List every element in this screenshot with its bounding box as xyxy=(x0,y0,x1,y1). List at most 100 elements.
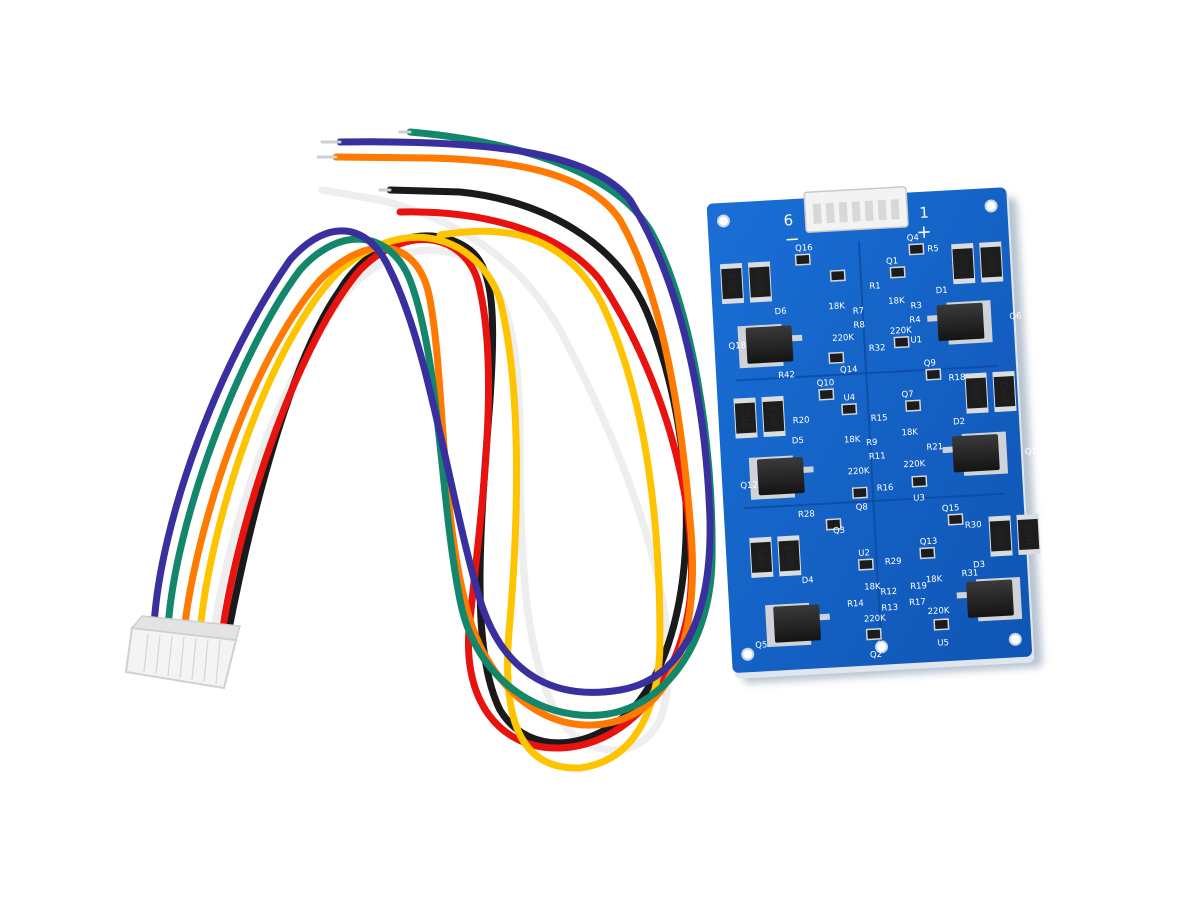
svg-text:R30: R30 xyxy=(965,520,982,531)
red-wire xyxy=(218,208,696,752)
svg-text:8R2: 8R2 xyxy=(769,405,781,427)
svg-text:D3: D3 xyxy=(973,560,985,571)
pcb-board: 6 1 − + xyxy=(706,186,1063,684)
board-traces xyxy=(736,241,1006,641)
svg-text:D5: D5 xyxy=(792,436,804,447)
svg-text:Q4: Q4 xyxy=(907,233,920,244)
mosfet-q11 xyxy=(942,431,1009,476)
svg-text:Q9: Q9 xyxy=(924,358,937,369)
svg-text:8R2: 8R2 xyxy=(755,271,767,293)
svg-text:18K: 18K xyxy=(901,427,918,438)
svg-text:Q17: Q17 xyxy=(1045,604,1063,615)
svg-text:8R2: 8R2 xyxy=(987,251,999,273)
svg-text:220K: 220K xyxy=(847,466,870,477)
board-connector xyxy=(803,186,909,233)
svg-text:R31: R31 xyxy=(961,568,978,579)
connector-top xyxy=(130,615,241,641)
svg-text:8R2: 8R2 xyxy=(785,545,797,567)
resistor-bottom-left-2: 8R2 xyxy=(777,535,802,577)
resistor-mid-right-2: 8R2 xyxy=(992,370,1017,413)
resistor-top-left-1: 8R2 xyxy=(719,262,745,305)
svg-text:18K: 18K xyxy=(926,574,943,585)
svg-text:8R2: 8R2 xyxy=(972,382,984,404)
value-labels: 18K 18K 220K 220K 18K 18K 220K 220K 18K … xyxy=(828,296,950,625)
svg-text:220K: 220K xyxy=(927,606,950,617)
resistor-mid-left-2: 8R2 xyxy=(761,395,786,438)
svg-text:8R2: 8R2 xyxy=(996,525,1008,547)
svg-text:8R2: 8R2 xyxy=(1024,523,1036,545)
mosfets xyxy=(737,300,1023,648)
svg-text:Q6: Q6 xyxy=(1009,311,1022,322)
svg-text:U3: U3 xyxy=(913,493,925,504)
svg-text:Q7: Q7 xyxy=(901,390,914,401)
green-wire xyxy=(164,128,716,719)
resistor-mid-right-1: 8R2 xyxy=(964,372,989,414)
svg-text:8R2: 8R2 xyxy=(757,546,769,568)
mosfet-q18 xyxy=(737,323,803,369)
svg-text:D4: D4 xyxy=(801,575,813,586)
svg-text:18K: 18K xyxy=(888,296,905,307)
svg-text:Q13: Q13 xyxy=(919,537,937,548)
mosfet-q5 xyxy=(765,602,830,648)
mark-top-right: 1 xyxy=(919,203,930,222)
svg-text:R20: R20 xyxy=(793,415,810,426)
mark-minus: − xyxy=(784,229,800,251)
svg-text:R29: R29 xyxy=(885,557,902,568)
svg-text:R18: R18 xyxy=(948,373,965,384)
svg-text:Q3: Q3 xyxy=(833,526,846,537)
svg-text:R28: R28 xyxy=(798,509,815,520)
svg-text:R21: R21 xyxy=(926,442,943,453)
svg-text:R14: R14 xyxy=(847,599,864,610)
mark-top-left: 6 xyxy=(783,211,794,230)
svg-text:R42: R42 xyxy=(778,370,795,381)
resistor-top-right-2: 8R2 xyxy=(979,241,1004,283)
mark-plus: + xyxy=(916,221,932,243)
resistor-mid-left-1: 8R2 xyxy=(733,397,758,439)
svg-text:U1: U1 xyxy=(910,335,922,346)
resistor-bottom-left-1: 8R2 xyxy=(749,536,774,578)
silkscreen-labels: Q16 Q4 Q1 R5 R1 R7 R3 R8 R4 Q18 Q6 R42 Q… xyxy=(728,233,1063,661)
svg-text:R9: R9 xyxy=(866,438,878,449)
svg-text:R16: R16 xyxy=(876,483,893,494)
svg-text:Q14: Q14 xyxy=(840,365,858,376)
mounting-holes xyxy=(717,199,1022,661)
svg-text:R5: R5 xyxy=(927,244,939,255)
svg-text:Q2: Q2 xyxy=(870,650,883,661)
svg-text:220K: 220K xyxy=(890,326,913,337)
svg-text:R15: R15 xyxy=(871,413,888,424)
wire-harness xyxy=(150,128,716,772)
mosfet-q6 xyxy=(927,300,993,345)
power-resistors: 8R2 8R2 8R2 8R2 8R2 xyxy=(719,241,1041,578)
svg-text:R1: R1 xyxy=(869,281,881,292)
svg-text:Q16: Q16 xyxy=(795,243,813,254)
small-smd-parts xyxy=(794,243,964,641)
resistor-bottom-right-1: 8R2 xyxy=(988,515,1013,557)
resistor-top-left-2: 8R2 xyxy=(747,261,773,303)
svg-text:220K: 220K xyxy=(864,613,887,624)
svg-text:R7: R7 xyxy=(853,306,865,317)
black-wire xyxy=(224,186,690,747)
svg-text:Q12: Q12 xyxy=(740,480,758,491)
svg-text:Q1: Q1 xyxy=(886,256,899,267)
svg-text:18K: 18K xyxy=(844,435,861,446)
svg-text:R12: R12 xyxy=(880,587,897,598)
svg-text:Q18: Q18 xyxy=(728,341,746,352)
svg-text:U5: U5 xyxy=(937,638,949,649)
mosfet-q12 xyxy=(748,455,814,500)
svg-text:U4: U4 xyxy=(843,393,855,404)
svg-text:D6: D6 xyxy=(774,307,786,318)
svg-text:Q11: Q11 xyxy=(1025,447,1043,458)
svg-text:Q15: Q15 xyxy=(942,503,960,514)
svg-text:8R2: 8R2 xyxy=(727,272,739,294)
svg-text:18K: 18K xyxy=(828,301,845,312)
svg-text:220K: 220K xyxy=(832,333,855,344)
svg-text:Q5: Q5 xyxy=(755,640,768,651)
svg-text:Q10: Q10 xyxy=(816,378,834,389)
svg-text:R4: R4 xyxy=(909,315,921,326)
wire-tips xyxy=(316,130,412,192)
blue-wire xyxy=(150,138,714,696)
svg-text:R11: R11 xyxy=(869,451,886,462)
harness-connector xyxy=(124,615,241,690)
svg-text:R17: R17 xyxy=(909,597,926,608)
svg-text:R19: R19 xyxy=(910,581,927,592)
